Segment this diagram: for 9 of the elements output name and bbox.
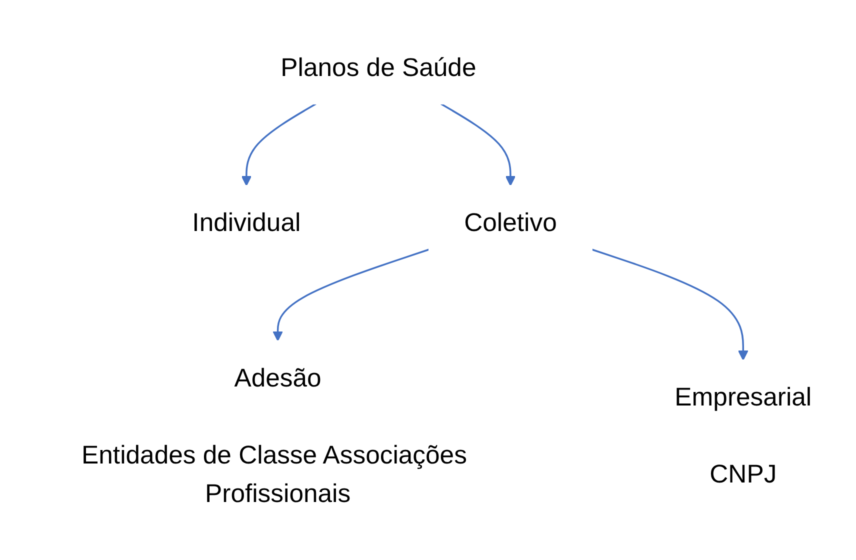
arrow: [272, 248, 430, 342]
node-text: Coletivo: [464, 208, 557, 237]
arrow: [592, 248, 748, 360]
arrow: [241, 103, 316, 186]
node-text: Individual: [192, 208, 301, 237]
arrow: [440, 103, 516, 186]
node-text: Planos de Saúde: [280, 52, 476, 82]
node-text: Adesão Entidades de Classe Associações Profissionais: [82, 362, 467, 508]
node-text: Empresarial CNPJ: [674, 382, 812, 488]
